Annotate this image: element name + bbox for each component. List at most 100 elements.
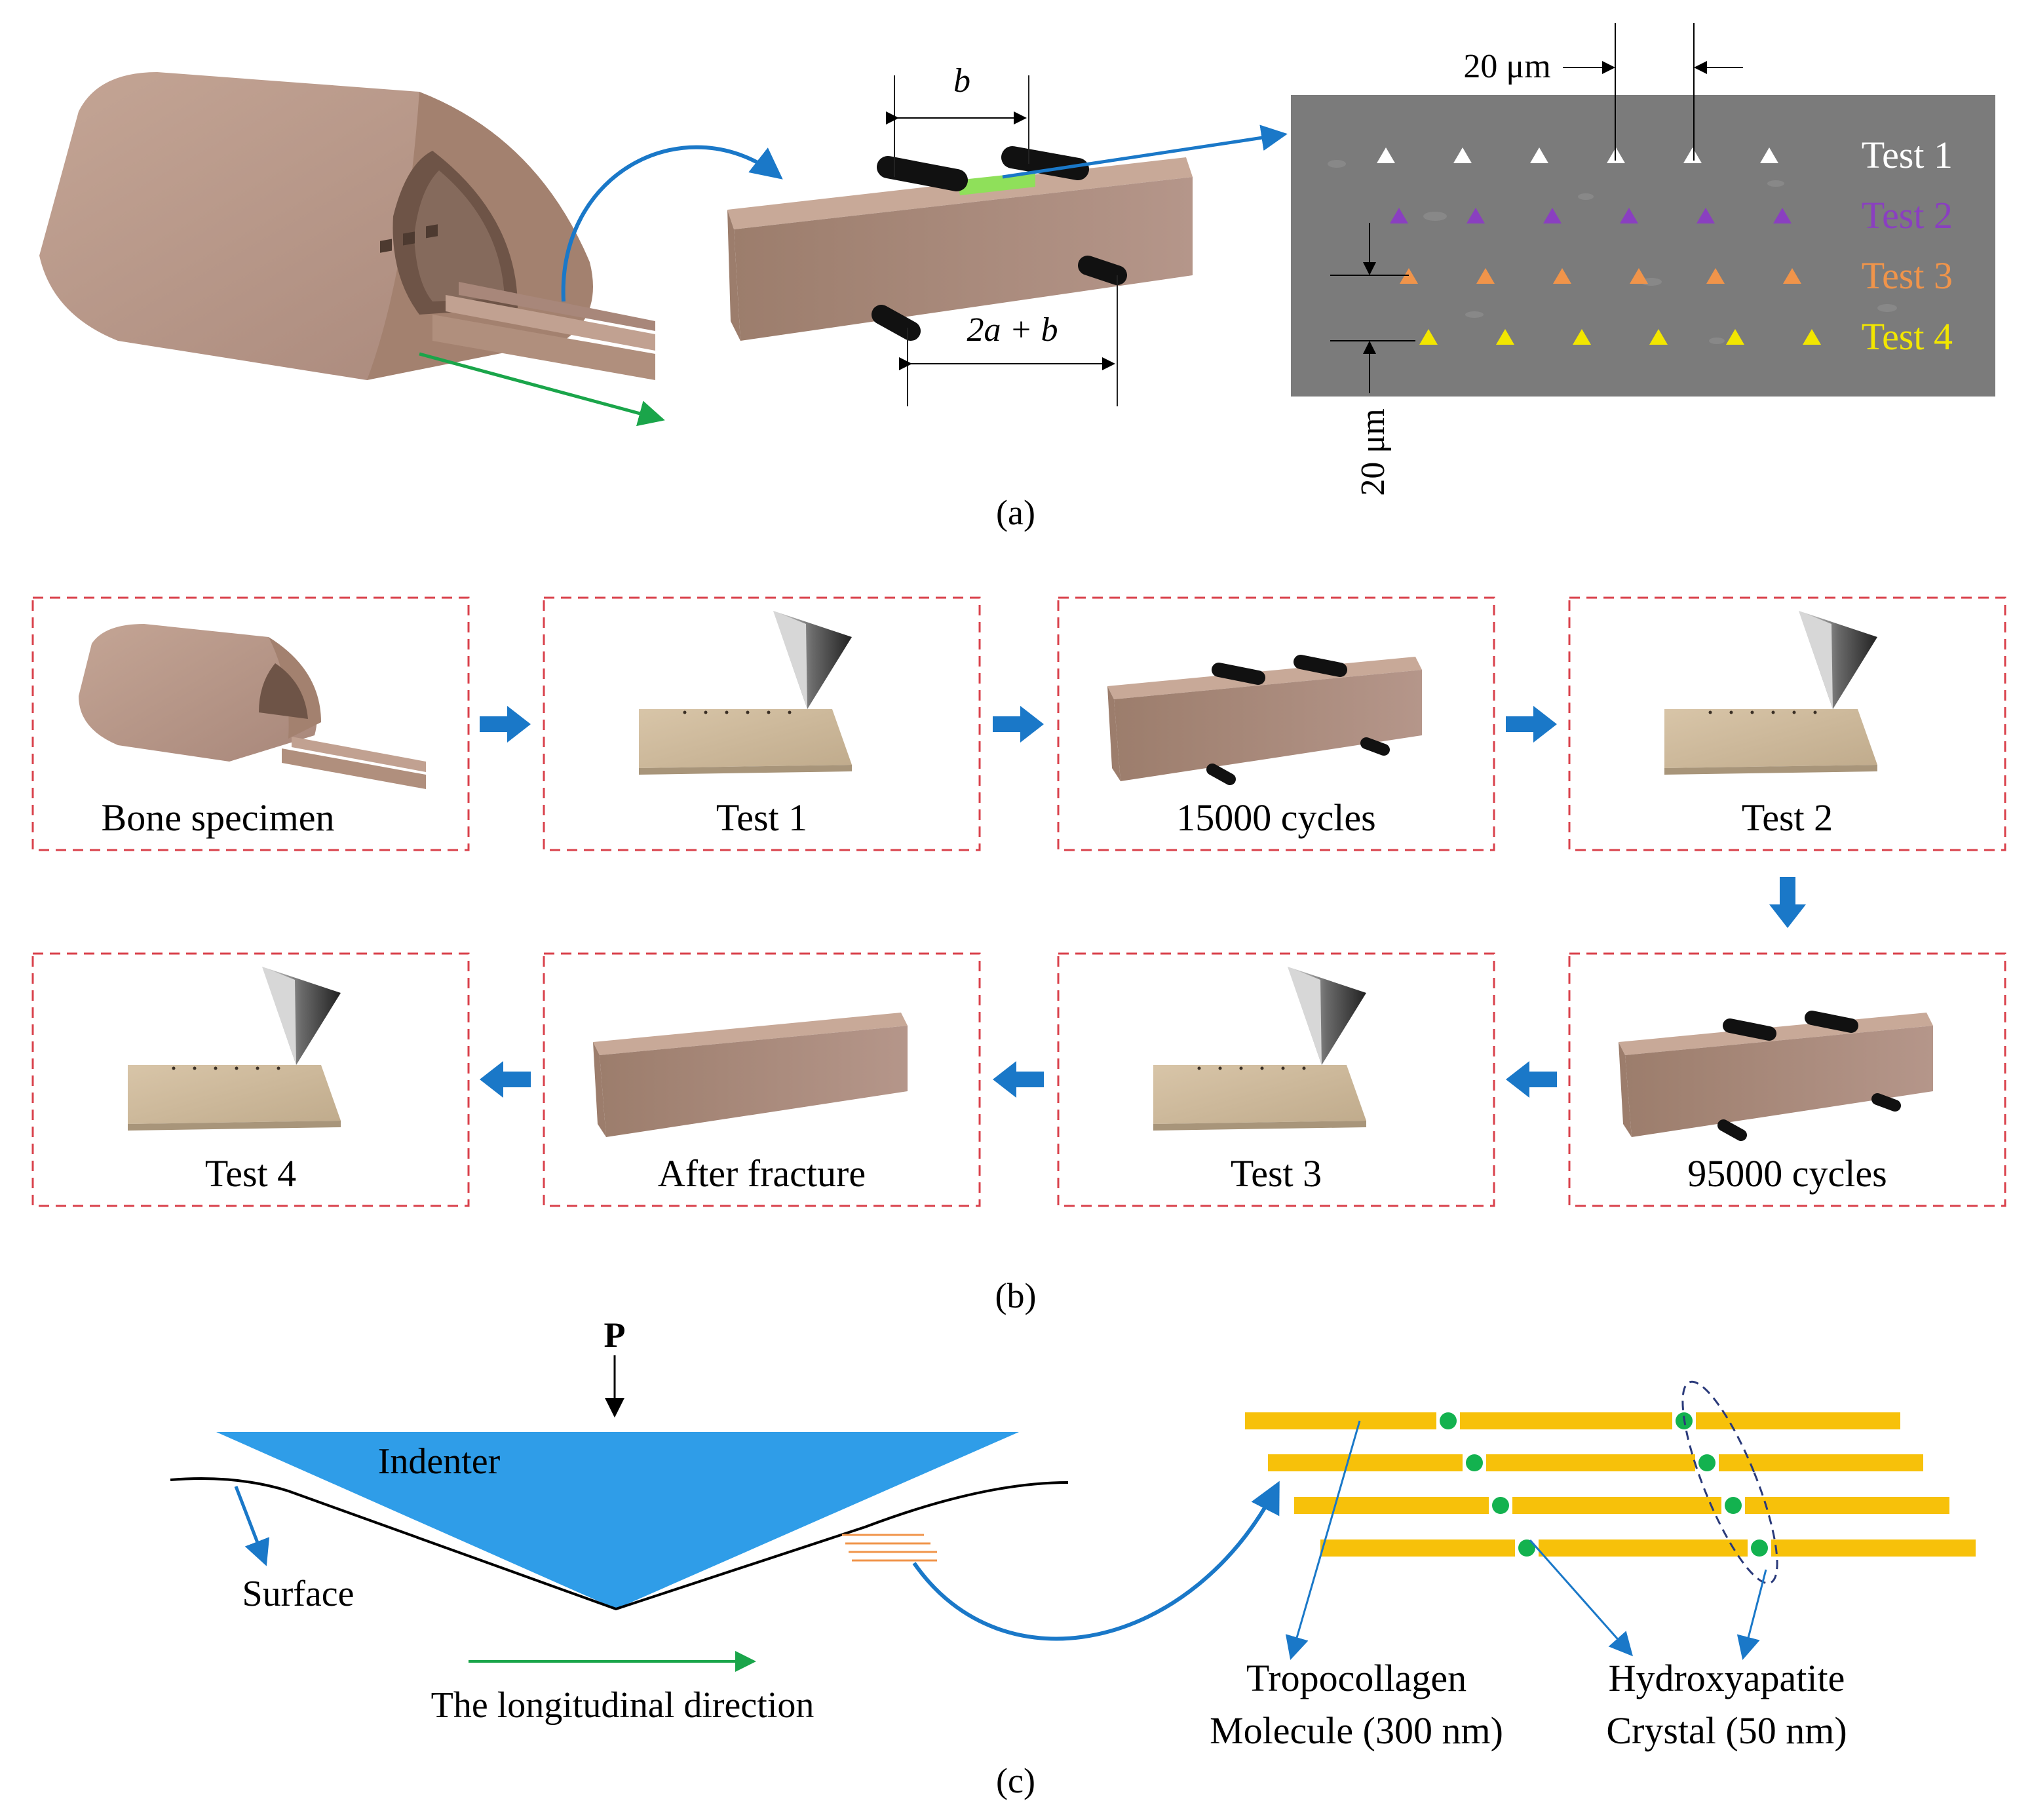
tropocollagen-label-line1: Tropocollagen <box>1246 1657 1466 1699</box>
step-illustration <box>593 1013 908 1137</box>
caption-a: (a) <box>996 493 1035 532</box>
indent-marker <box>1553 268 1571 284</box>
hydroxyapatite-crystal <box>1440 1412 1457 1429</box>
step-box <box>543 952 981 1207</box>
surface-pointer <box>234 1486 270 1566</box>
deformed-surface <box>170 1477 1069 1611</box>
step-illustration <box>1664 611 1877 775</box>
indenter-label: Indenter <box>378 1441 501 1482</box>
tropocollagen-molecule <box>1320 1539 1515 1557</box>
process-step-5: 95000 cycles <box>1568 952 2006 1207</box>
step-box <box>543 596 981 851</box>
fibril-inset <box>842 1534 937 1562</box>
indent-marker <box>1543 208 1562 223</box>
hydroxyapatite-crystal <box>1725 1497 1742 1514</box>
tropocollagen-molecule <box>1512 1497 1721 1514</box>
scale-horizontal-label: 20 μm <box>1463 48 1550 85</box>
crystal-pointer-1 <box>1529 1539 1633 1657</box>
indent-marker <box>1530 147 1548 163</box>
indenter <box>216 1432 1019 1609</box>
step-box <box>31 952 470 1207</box>
hydroxyapatite-label-line1: Hydroxyapatite <box>1609 1657 1845 1699</box>
flow-arrow-a1 <box>561 145 783 302</box>
zoom-arrow <box>912 1481 1280 1641</box>
indent-marker <box>1706 268 1725 284</box>
flow-arrow-left <box>480 1061 531 1098</box>
test-label: Test 3 <box>1862 254 1953 297</box>
indent-marker <box>1390 208 1408 223</box>
load-label: P <box>604 1315 626 1355</box>
indent-marker <box>1803 329 1821 345</box>
process-step-4: Test 2 <box>1568 596 2006 851</box>
panel-b: Bone specimen Test 1 15000 cycles Test 2 950… <box>31 596 2006 1207</box>
tropocollagen-molecule <box>1245 1412 1436 1429</box>
indent-marker <box>1377 147 1395 163</box>
process-step-8: Test 4 <box>31 952 470 1207</box>
process-step-1: Bone specimen <box>31 596 470 851</box>
hydroxyapatite-crystal <box>1751 1539 1768 1557</box>
tropocollagen-molecule <box>1539 1539 1748 1557</box>
indent-marker <box>1697 208 1715 223</box>
caption-c: (c) <box>996 1761 1035 1800</box>
step-box <box>1057 596 1495 851</box>
tropocollagen-molecule <box>1460 1412 1672 1429</box>
loading-rollers <box>872 146 1127 341</box>
indent-marker <box>1496 329 1514 345</box>
step-illustration <box>1107 655 1422 785</box>
step-label: Test 3 <box>1231 1152 1322 1195</box>
indent-marker <box>1419 329 1438 345</box>
step-illustration <box>128 967 341 1131</box>
hydroxyapatite-crystal <box>1466 1454 1483 1471</box>
collagen-array <box>1245 1412 1976 1557</box>
step-box <box>31 596 470 851</box>
small-beams <box>432 282 655 380</box>
crystal-pointer-2 <box>1736 1569 1767 1660</box>
step-illustration <box>639 611 852 775</box>
step-label: Test 1 <box>716 796 807 839</box>
step-label: After fracture <box>658 1152 866 1195</box>
step-box <box>1568 952 2006 1207</box>
panel-c: P Indenter Surface The longitudinal dire… <box>170 1315 1976 1800</box>
indent-marker <box>1783 268 1801 284</box>
scale-horizontal: 20 μm <box>1463 23 1743 161</box>
flow-arrow-right <box>1506 706 1557 743</box>
indent-marker <box>1630 268 1648 284</box>
hydroxyapatite-crystal <box>1492 1497 1509 1514</box>
flow-arrow-down <box>1769 877 1806 928</box>
step-box <box>1057 952 1495 1207</box>
indent-marker <box>1773 208 1792 223</box>
test-label: Test 4 <box>1862 315 1953 358</box>
process-step-6: Test 3 <box>1057 952 1495 1207</box>
step-label: Test 4 <box>205 1152 296 1195</box>
indent-markers <box>1377 147 1821 345</box>
step-illustration <box>79 624 426 789</box>
step-label: Bone specimen <box>102 796 335 839</box>
indent-marker <box>1573 329 1591 345</box>
direction-label: The longitudinal direction <box>431 1685 815 1726</box>
step-illustration <box>1619 1011 1933 1141</box>
indent-marker <box>1466 208 1485 223</box>
tropocollagen-molecule <box>1719 1454 1923 1471</box>
hydroxyapatite-crystal <box>1698 1454 1716 1471</box>
step-label: 15000 cycles <box>1176 796 1375 839</box>
surface-label: Surface <box>242 1574 354 1614</box>
tropocollagen-pointer <box>1285 1420 1361 1660</box>
tropocollagen-molecule <box>1294 1497 1489 1514</box>
tropocollagen-label-line2: Molecule (300 nm) <box>1210 1709 1503 1752</box>
tropocollagen-molecule <box>1745 1497 1949 1514</box>
tropocollagen-molecule <box>1486 1454 1695 1471</box>
test-label: Test 2 <box>1862 194 1953 237</box>
process-step-7: After fracture <box>543 952 981 1207</box>
step-label: Test 2 <box>1742 796 1833 839</box>
dimension-span-label: 2a + b <box>967 311 1058 349</box>
step-label: 95000 cycles <box>1687 1152 1887 1195</box>
sem-pointer-arrow <box>1002 125 1288 179</box>
hydroxyapatite-label-line2: Crystal (50 nm) <box>1606 1709 1847 1752</box>
indent-marker <box>1726 329 1744 345</box>
indent-marker <box>1683 147 1702 163</box>
dimension-b: b <box>886 62 1029 177</box>
longitudinal-arrow-a <box>419 352 665 427</box>
